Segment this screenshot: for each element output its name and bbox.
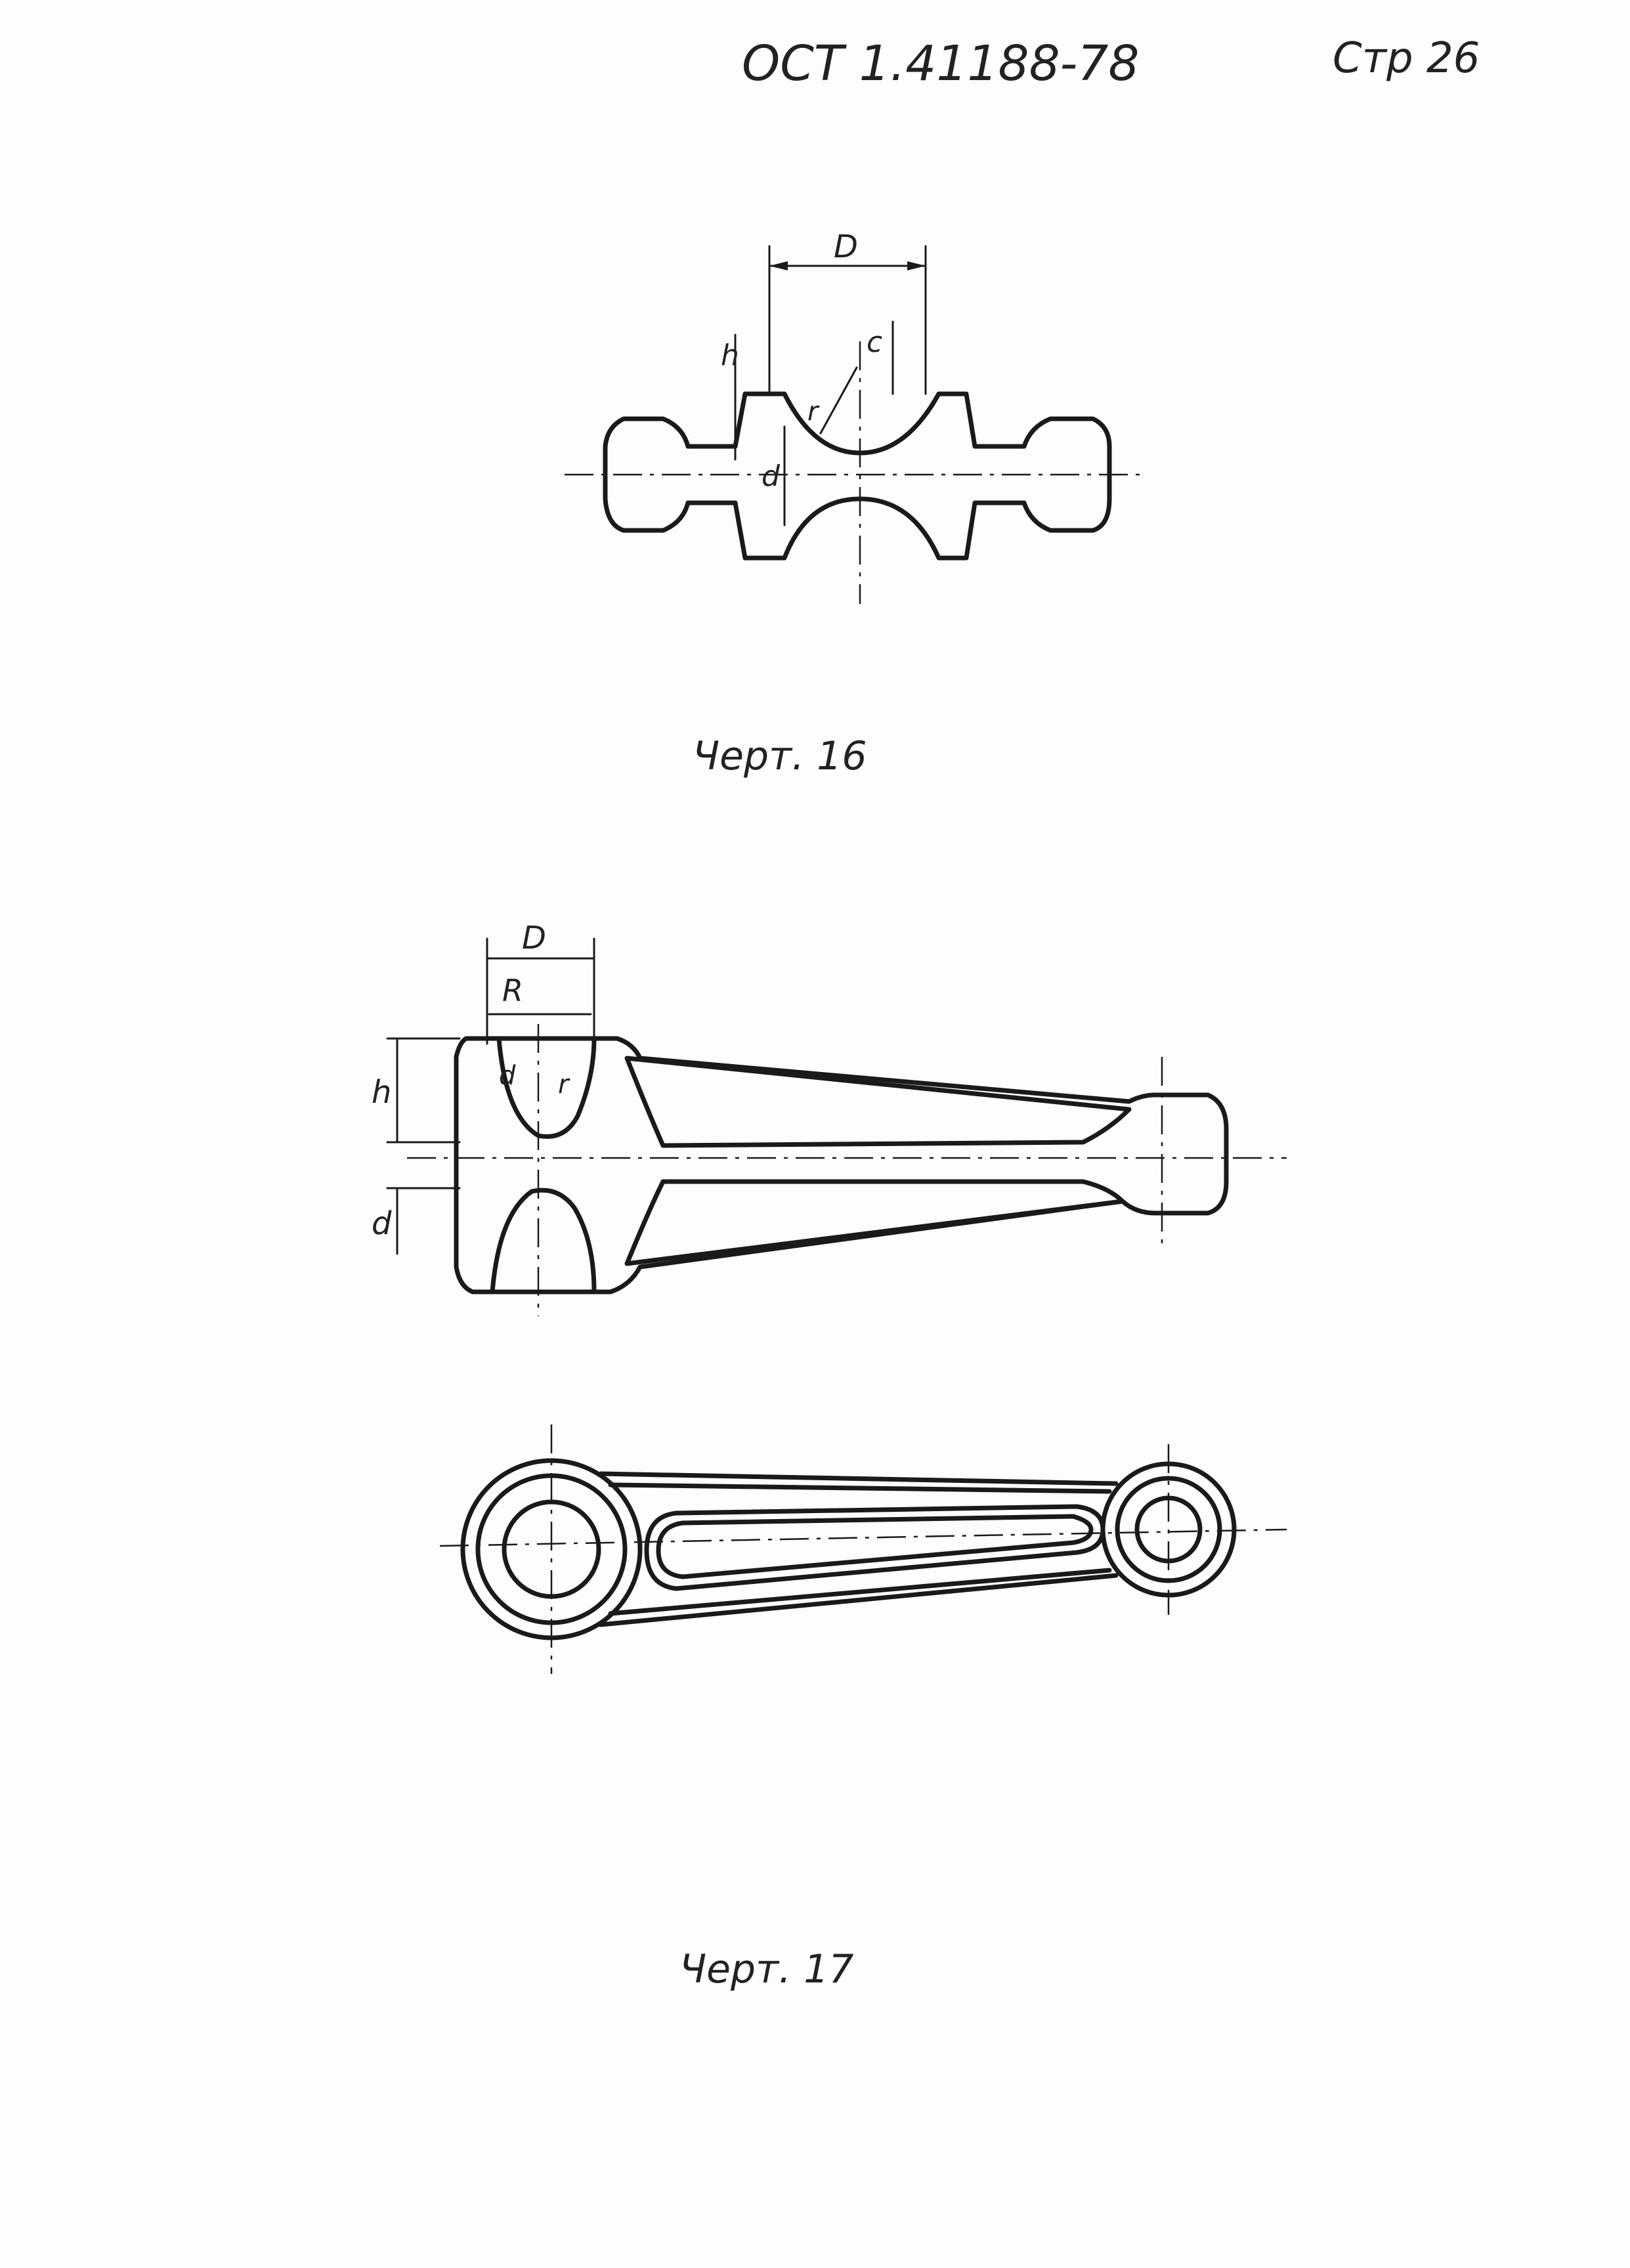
document-number: ОСТ 1.41188-78 bbox=[742, 35, 1140, 92]
fig16-label-r: r bbox=[807, 396, 820, 427]
fig16-caption: Черт. 16 bbox=[693, 733, 867, 779]
fig17-web-upper-recess bbox=[624, 1056, 1132, 1148]
fig17-plan-slot-inner bbox=[656, 1514, 1094, 1579]
figure-16: D h c r d Черт. 16 bbox=[565, 228, 1142, 779]
fig17-label-d-upper: d bbox=[499, 1061, 516, 1091]
fig16-label-c: c bbox=[867, 326, 882, 359]
fig17-section-body bbox=[454, 1036, 1229, 1294]
fig17-plan-center-line-horizontal bbox=[439, 1528, 1287, 1547]
fig16-label-d: d bbox=[761, 460, 781, 493]
fig17-web-lower-recess bbox=[624, 1179, 1125, 1266]
fig17-upper-hollow bbox=[496, 1036, 597, 1139]
page-number: Стр 26 bbox=[1333, 34, 1480, 83]
fig17-label-d-lower: d bbox=[372, 1205, 392, 1242]
fig16-label-D: D bbox=[834, 228, 858, 265]
fig17-plan-view bbox=[439, 1424, 1287, 1674]
fig17-label-r: r bbox=[558, 1069, 570, 1100]
figure-17: D R h d r d Черт. 17 bbox=[372, 920, 1287, 1992]
fig17-plan-web-inner bbox=[608, 1482, 1112, 1616]
fig17-plan-slot bbox=[644, 1504, 1105, 1591]
fig17-label-D: D bbox=[522, 920, 546, 956]
fig17-plan-web-outline bbox=[598, 1471, 1119, 1627]
fig17-caption: Черт. 17 bbox=[679, 1946, 854, 1992]
fig16-arrow-right bbox=[907, 261, 926, 270]
fig16-leader-r bbox=[819, 366, 858, 435]
fig17-lower-hollow bbox=[490, 1187, 597, 1294]
fig17-label-R: R bbox=[502, 973, 523, 1008]
fig16-label-h: h bbox=[721, 339, 739, 372]
fig16-section-body bbox=[603, 391, 1112, 561]
fig17-label-h: h bbox=[372, 1074, 391, 1111]
fig16-arrow-left bbox=[769, 261, 788, 270]
